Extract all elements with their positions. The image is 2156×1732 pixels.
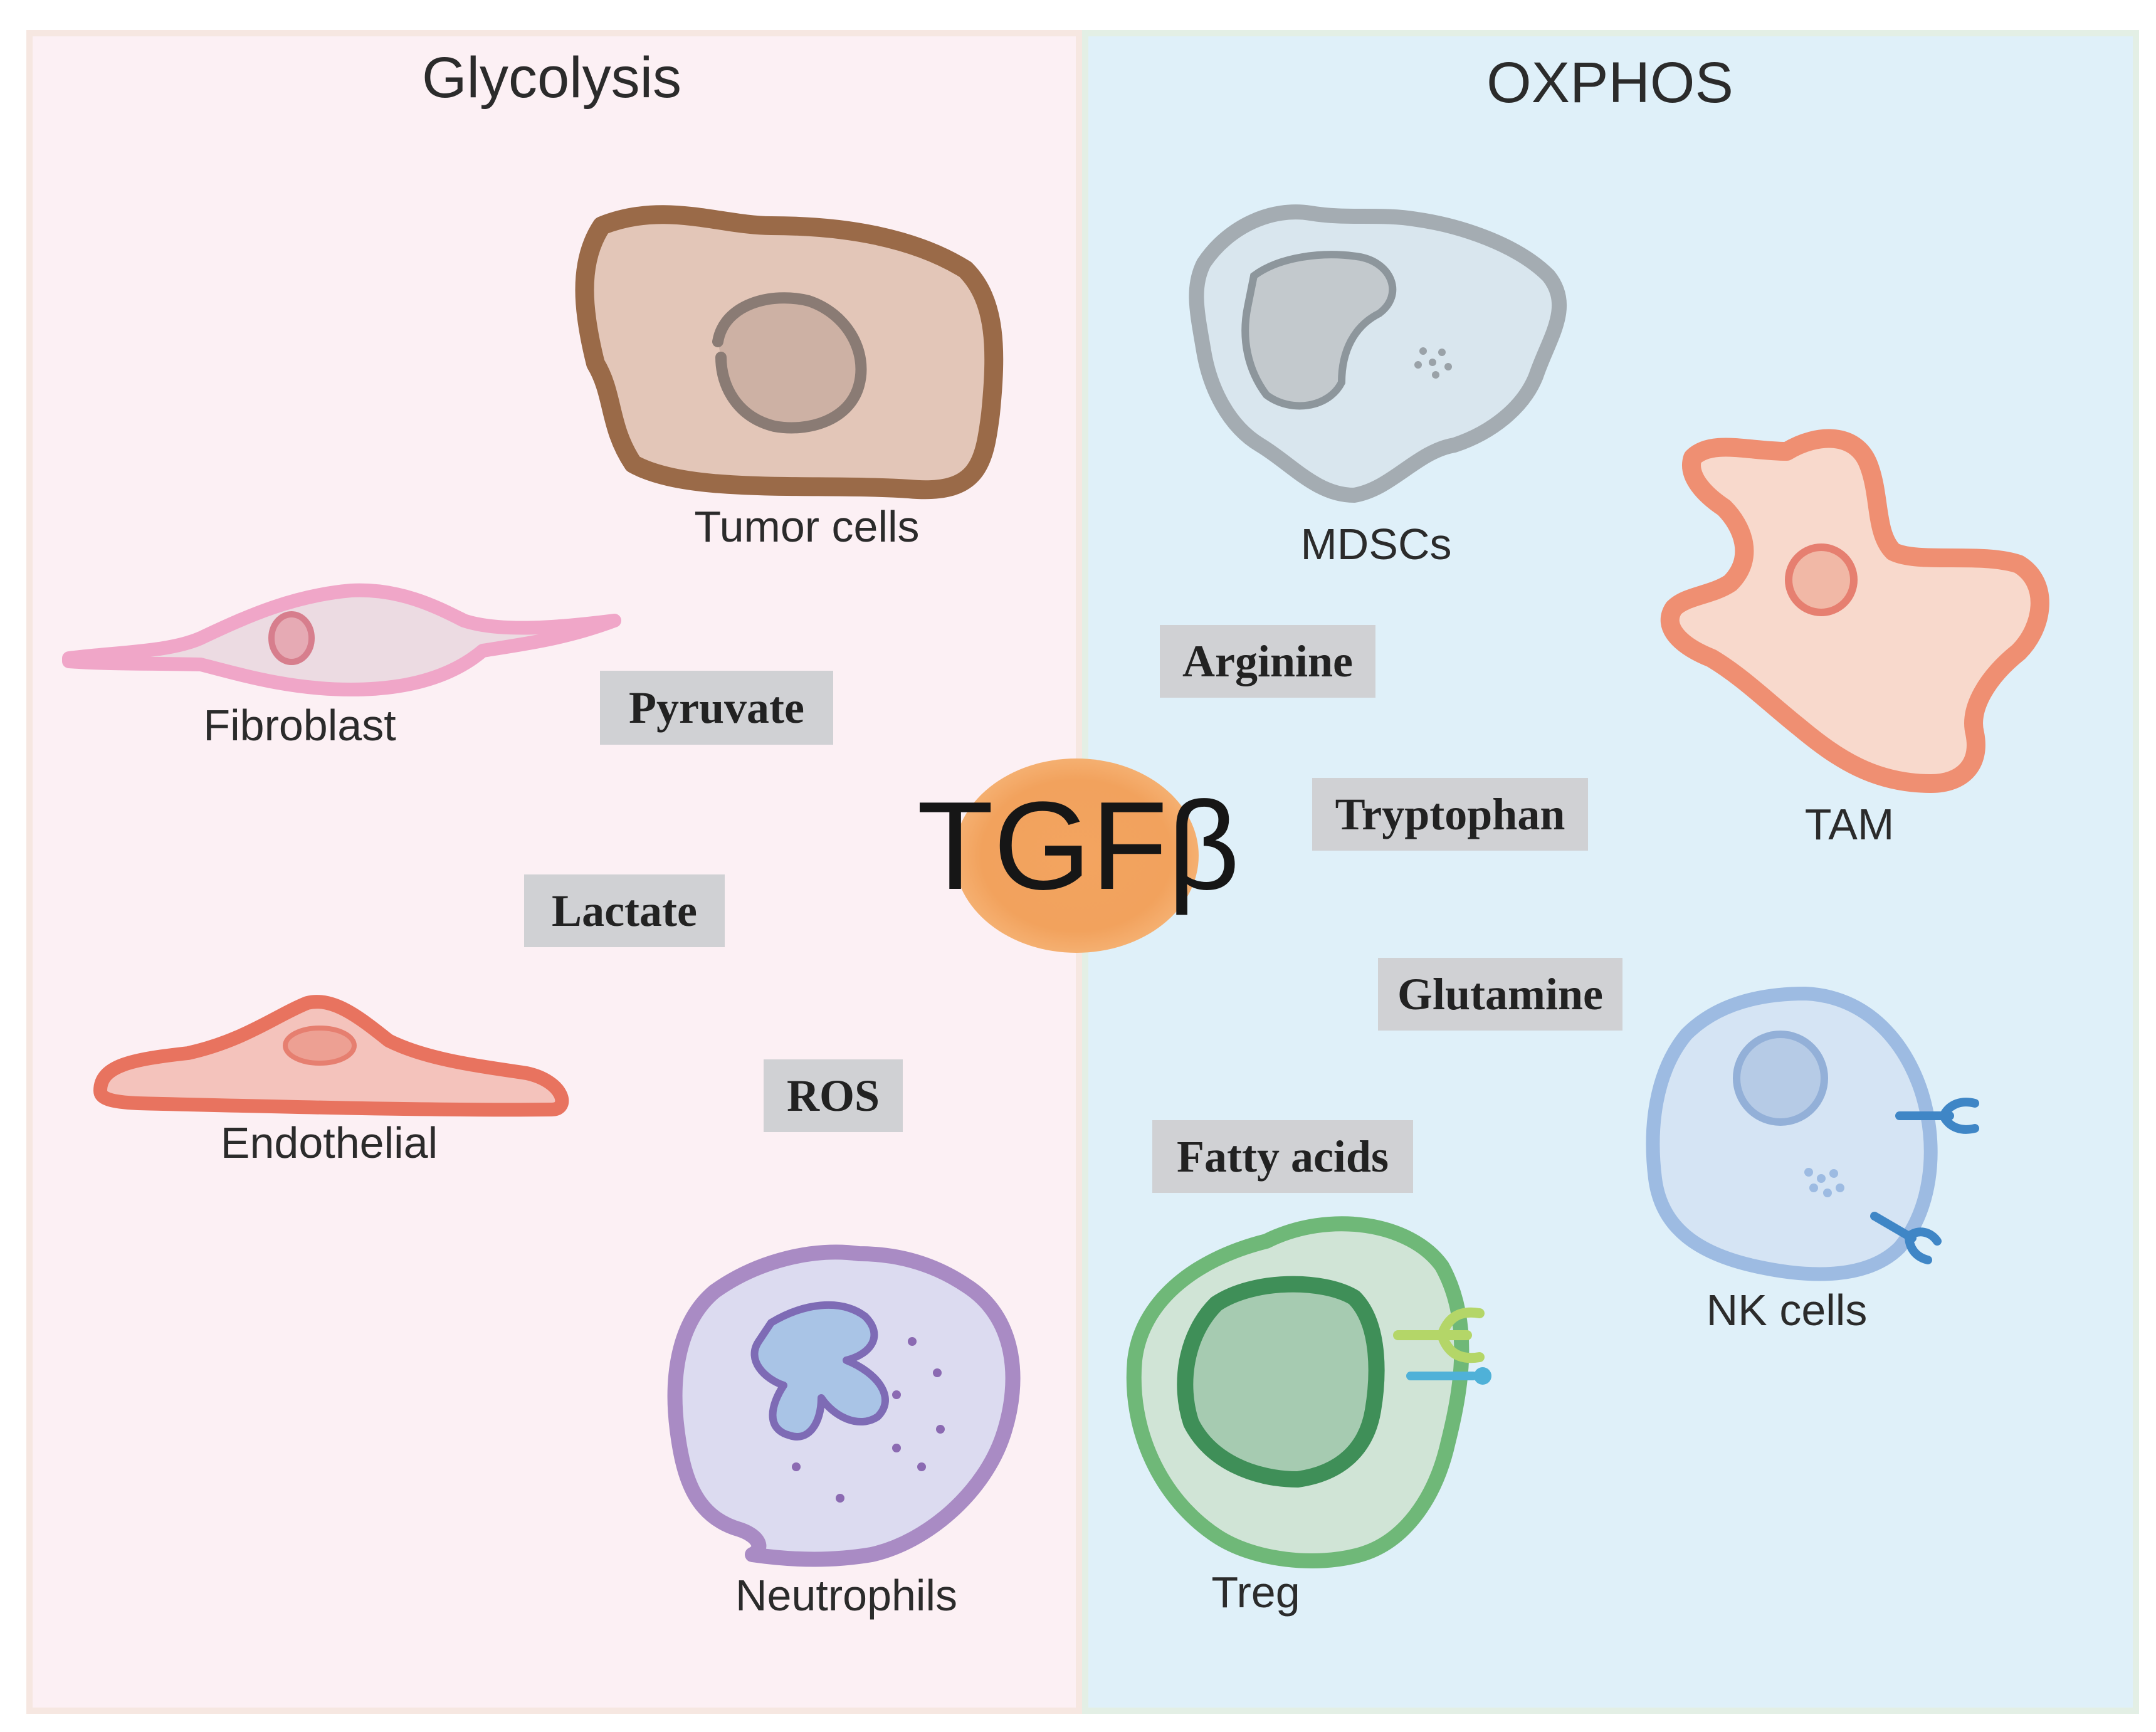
nk-cells-label: NK cells <box>1706 1286 1868 1335</box>
tgfb-blob <box>954 758 1199 953</box>
tam-icon <box>1660 429 2049 793</box>
glycolysis-title: Glycolysis <box>421 46 682 110</box>
neutrophil-icon <box>667 1244 1021 1567</box>
fibroblast-icon <box>62 583 621 696</box>
tryptophan-box: Tryptophan <box>1312 778 1588 851</box>
tam-label: TAM <box>1804 800 1895 849</box>
endothelial-label: Endothelial <box>220 1118 438 1167</box>
glutamine-box: Glutamine <box>1378 958 1622 1031</box>
pyruvate-box: Pyruvate <box>600 671 833 745</box>
oxphos-title: OXPHOS <box>1486 51 1733 115</box>
fibroblast-label: Fibroblast <box>203 701 396 750</box>
arginine-box: Arginine <box>1160 625 1375 698</box>
treg-icon <box>1126 1216 1491 1568</box>
tumor-cells-label: Tumor cells <box>694 502 920 551</box>
tumor-cell-icon <box>575 205 1004 500</box>
treg-label: Treg <box>1211 1568 1300 1617</box>
ros-box: ROS <box>764 1059 903 1132</box>
nk-cell-icon <box>1646 987 1979 1281</box>
endothelial-cell-icon <box>93 995 569 1117</box>
fatty-acids-box: Fatty acids <box>1152 1120 1413 1193</box>
lactate-box: Lactate <box>524 874 725 947</box>
neutrophils-label: Neutrophils <box>735 1571 958 1620</box>
mdsc-icon <box>1189 204 1567 503</box>
mdscs-label: MDSCs <box>1300 520 1452 569</box>
tgfb-label: TGFβ <box>917 776 1240 916</box>
